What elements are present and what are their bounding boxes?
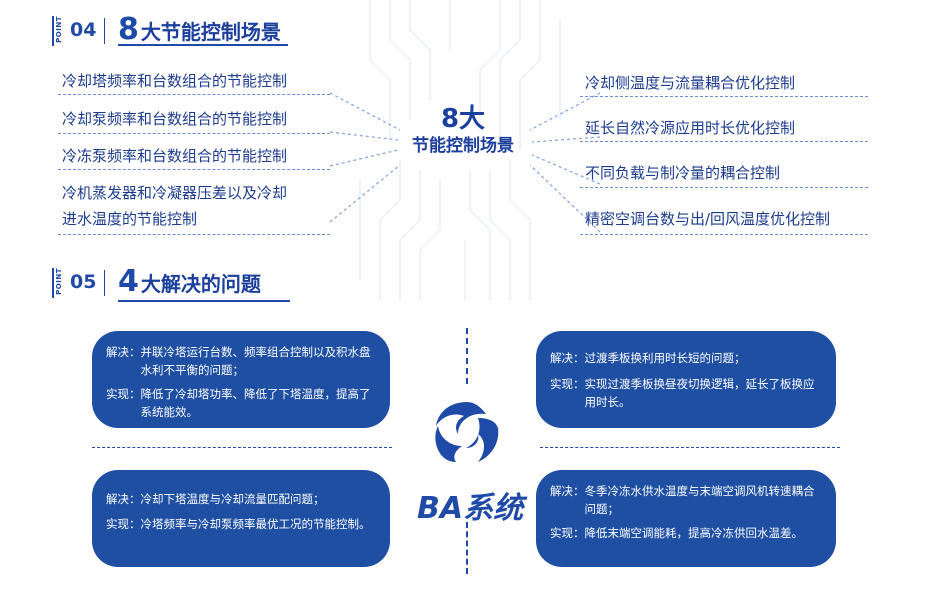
- left-item-2: 冷却泵频率和台数组合的节能控制: [62, 110, 288, 128]
- result-text: 实现过渡季板换昼夜切换逻辑，延长了板换应用时长。: [584, 377, 815, 409]
- number-separator: [104, 18, 105, 44]
- horizontal-divider-left: [92, 447, 392, 448]
- left-divider-2: [58, 133, 330, 134]
- result-text: 冷塔频率与冷却泵频率最优工况的节能控制。: [140, 517, 371, 531]
- ba-system-label: BA系统: [417, 491, 524, 526]
- connector-lines: [329, 92, 601, 233]
- left-item-1: 冷却塔频率和台数组合的节能控制: [62, 72, 288, 90]
- title-text-2: 大解决的问题: [140, 272, 261, 296]
- point-bar-2: [52, 268, 54, 298]
- vertical-divider-top: [466, 328, 468, 384]
- left-item-4a: 冷机蒸发器和冷凝器压差以及冷却: [62, 184, 288, 202]
- right-item-2: 延长自然冷源应用时长优化控制: [585, 119, 796, 137]
- right-divider-3: [580, 187, 868, 188]
- left-item-3: 冷冻泵频率和台数组合的节能控制: [62, 147, 288, 165]
- solve-label: 解决：: [550, 351, 585, 365]
- center-title-line1: 8大: [440, 104, 486, 134]
- title-number: 8: [118, 12, 139, 47]
- problem-box-3: 解决： 冷却下塔温度与冷却流量匹配问题； 实现： 冷塔频率与冷却泵频率最优工况的…: [92, 470, 390, 567]
- solve-label: 解决：: [550, 484, 585, 498]
- point-bar: [52, 16, 54, 46]
- title-text: 大节能控制场景: [140, 20, 281, 44]
- title-underline-2: [118, 300, 290, 302]
- solve-label: 解决：: [106, 492, 141, 506]
- left-divider-1: [58, 94, 330, 95]
- circuit-background: [359, 0, 561, 300]
- point-label-2: POINT: [55, 268, 63, 295]
- right-item-1: 冷却侧温度与流量耦合优化控制: [585, 74, 796, 92]
- right-divider-1: [580, 96, 868, 97]
- result-text: 降低了冷却塔功率、降低了下塔温度，提高了系统能效。: [140, 387, 371, 419]
- right-divider-2: [580, 141, 868, 142]
- solve-label: 解决：: [106, 345, 141, 359]
- result-label: 实现：: [106, 387, 141, 401]
- result-label: 实现：: [550, 526, 585, 540]
- solve-text: 并联冷塔运行台数、频率组合控制以及积水盘水利不平衡的问题；: [140, 345, 371, 377]
- ba-logo-icon: [435, 402, 499, 462]
- center-title-line2: 节能控制场景: [412, 136, 514, 156]
- result-text: 降低末端空调能耗，提高冷冻供回水温差。: [584, 526, 804, 540]
- problem-box-1: 解决： 并联冷塔运行台数、频率组合控制以及积水盘水利不平衡的问题； 实现： 降低…: [92, 331, 390, 428]
- section-number-2: 05: [70, 271, 97, 293]
- result-label: 实现：: [550, 377, 585, 391]
- right-item-3: 不同负载与制冷量的耦合控制: [585, 164, 781, 182]
- left-divider-3: [58, 169, 330, 170]
- title-underline: [118, 44, 288, 46]
- right-divider-4: [580, 234, 868, 235]
- solve-text: 冬季冷冻水供水温度与末端空调风机转速耦合问题；: [584, 484, 815, 516]
- right-item-4: 精密空调台数与出/回风温度优化控制: [585, 210, 831, 228]
- left-item-4b: 进水温度的节能控制: [62, 210, 198, 228]
- section-number: 04: [70, 19, 97, 41]
- horizontal-divider-right: [540, 447, 840, 448]
- left-divider-4: [58, 234, 330, 235]
- problem-box-2: 解决： 过渡季板换利用时长短的问题； 实现： 实现过渡季板换昼夜切换逻辑，延长了…: [536, 331, 836, 428]
- problem-box-4: 解决： 冬季冷冻水供水温度与末端空调风机转速耦合问题； 实现： 降低末端空调能耗…: [536, 470, 836, 567]
- title-number-2: 4: [118, 264, 139, 299]
- result-label: 实现：: [106, 517, 141, 531]
- vertical-divider-bottom: [466, 522, 468, 574]
- number-separator-2: [104, 270, 105, 296]
- solve-text: 冷却下塔温度与冷却流量匹配问题；: [140, 492, 325, 506]
- center-title: 8大 节能控制场景: [388, 104, 538, 158]
- solve-text: 过渡季板换利用时长短的问题；: [584, 351, 746, 365]
